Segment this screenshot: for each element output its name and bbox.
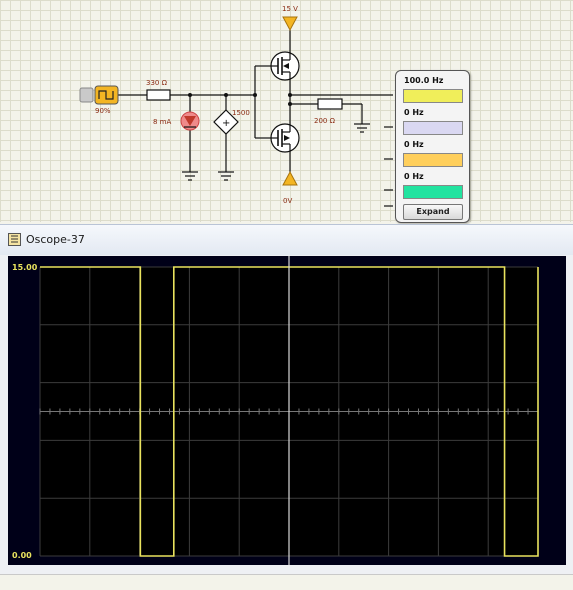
circuit-diagram: + 15 V 0V 330 Ω	[79, 5, 393, 207]
status-bar	[0, 574, 573, 590]
ground-icon	[182, 123, 370, 181]
square-wave-icon	[98, 90, 114, 100]
resistor-r1	[146, 89, 171, 101]
expand-button[interactable]: Expand	[403, 204, 463, 220]
supply-rail-icon	[282, 16, 298, 32]
channel-3-bar[interactable]	[403, 153, 463, 167]
gain-label: 1500	[232, 109, 250, 117]
channel-1-bar[interactable]	[403, 89, 463, 103]
zero-volt-label: 0V	[283, 197, 292, 205]
oscilloscope-screen[interactable]: 15.00 0.00	[8, 256, 566, 565]
supply-label: 15 V	[282, 5, 298, 13]
channel-2-frequency: 0 Hz	[404, 108, 424, 117]
led-current-label: 8 mA	[153, 118, 171, 126]
y-min-label: 0.00	[12, 551, 32, 560]
r2-label: 200 Ω	[314, 117, 336, 125]
oscilloscope-window[interactable]: Oscope-37 15.00 0.00	[0, 224, 573, 575]
source-toggle	[79, 87, 94, 103]
dependent-source	[213, 109, 239, 135]
oscilloscope-icon	[8, 233, 21, 246]
channel-2-bar[interactable]	[403, 121, 463, 135]
r1-label: 330 Ω	[146, 79, 168, 87]
oscilloscope-title-bar[interactable]: Oscope-37	[0, 225, 573, 255]
circuit-canvas[interactable]: + 15 V 0V 330 Ω	[0, 0, 573, 223]
oscilloscope-title: Oscope-37	[26, 233, 85, 246]
svg-text:+: +	[222, 118, 230, 129]
y-max-label: 15.00	[12, 263, 38, 272]
channel-1-frequency: 100.0 Hz	[404, 76, 444, 85]
channel-4-bar[interactable]	[403, 185, 463, 199]
probe-panel[interactable]: 100.0 Hz 0 Hz 0 Hz 0 Hz Expand	[395, 70, 470, 223]
channel-4-frequency: 0 Hz	[404, 172, 424, 181]
channel-3-frequency: 0 Hz	[404, 140, 424, 149]
resistor-r2	[317, 98, 343, 110]
signal-trace	[40, 266, 539, 557]
duty-label: 90%	[95, 107, 111, 115]
zero-volt-rail-icon	[282, 170, 298, 186]
oscilloscope-plot: 15.00 0.00	[12, 256, 539, 565]
